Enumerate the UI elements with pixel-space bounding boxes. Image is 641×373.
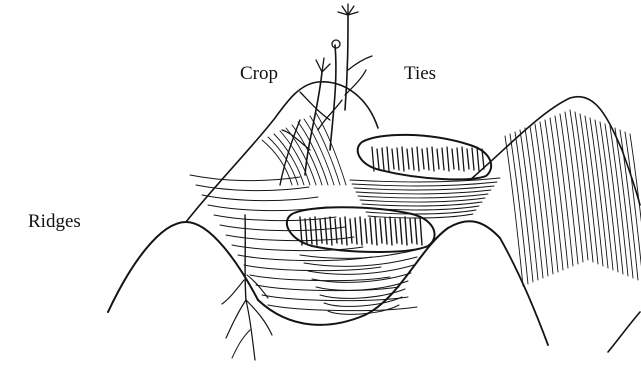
contour-stroke: [352, 182, 497, 186]
tie-hatch-stroke: [340, 218, 342, 244]
tie-back-hatching: [372, 147, 484, 171]
label-crop: Crop: [240, 64, 278, 83]
tie-hatch-stroke: [432, 147, 434, 171]
tie-hatch-stroke: [457, 148, 459, 170]
tie-hatch-stroke: [305, 219, 307, 243]
contour-stroke: [595, 120, 613, 270]
contour-stroke: [360, 198, 485, 202]
right-edge-ridge: [608, 312, 640, 352]
tie-hatch-stroke: [415, 218, 417, 244]
crop-tassel: [338, 4, 358, 15]
contour-stroke: [570, 110, 588, 260]
crop-stem: [330, 45, 336, 150]
tie-back: [358, 135, 491, 180]
tie-hatch-stroke: [345, 217, 347, 245]
label-ties: Ties: [404, 64, 436, 83]
tie-hatch-stroke: [452, 149, 454, 169]
tie-hatch-stroke: [355, 218, 357, 244]
contour-stroke: [575, 112, 593, 262]
tie-hatch-stroke: [365, 219, 367, 243]
contour-stroke: [600, 122, 618, 272]
tie-hatch-stroke: [442, 148, 444, 170]
tie-hatch-stroke: [390, 217, 392, 245]
tie-hatch-stroke: [382, 148, 384, 170]
contour-stroke: [580, 114, 598, 264]
contour-stroke: [214, 215, 336, 221]
root: [222, 280, 244, 304]
crop-stem: [345, 15, 348, 110]
tie-hatch-stroke: [375, 217, 377, 245]
tie-hatch-stroke: [387, 147, 389, 171]
root: [232, 330, 250, 358]
root: [226, 300, 246, 338]
tie-hatch-stroke: [410, 219, 412, 243]
contour-stroke: [362, 202, 482, 206]
tie-hatch-stroke: [422, 149, 424, 169]
contour-stroke: [366, 210, 476, 214]
contour-stroke: [590, 118, 608, 268]
tie-front-hatching: [300, 217, 422, 245]
tie-hatch-stroke: [380, 219, 382, 243]
contour-stroke: [610, 126, 628, 276]
tie-hatch-stroke: [392, 149, 394, 169]
crop-stem: [305, 72, 322, 175]
tie-hatch-stroke: [330, 217, 332, 245]
crop-tassel: [316, 58, 330, 72]
tie-hatch-stroke: [477, 147, 479, 171]
tie-hatch-stroke: [400, 218, 402, 244]
tie-hatch-stroke: [437, 149, 439, 169]
contour-stroke: [324, 297, 402, 306]
tie-hatch-stroke: [397, 148, 399, 170]
tie-hatch-stroke: [320, 219, 322, 243]
contour-stroke: [585, 116, 603, 266]
tie-hatch-stroke: [360, 217, 362, 245]
tie-hatch-stroke: [385, 218, 387, 244]
tie-hatch-stroke: [417, 147, 419, 171]
crop-leaf: [345, 70, 366, 95]
tie-hatch-stroke: [467, 149, 469, 169]
crop-seed-head: [332, 40, 340, 48]
tie-hatch-stroke: [447, 147, 449, 171]
tie-hatch-stroke: [420, 217, 422, 245]
tie-hatch-stroke: [427, 148, 429, 170]
crop-leaf: [348, 56, 372, 70]
contour-stroke: [354, 186, 494, 190]
tie-hatch-stroke: [412, 148, 414, 170]
contour-stroke: [190, 175, 300, 181]
left-ridge-profile: [108, 222, 258, 312]
contour-stroke: [250, 275, 390, 281]
root: [245, 215, 246, 300]
contour-stroke: [364, 206, 479, 210]
contour-stroke: [615, 128, 633, 278]
crop-leaf: [318, 100, 342, 130]
tie-hatch-stroke: [462, 147, 464, 171]
tie-hatch-stroke: [472, 148, 474, 170]
contour-stroke: [358, 194, 488, 198]
contour-stroke: [316, 281, 408, 290]
tie-hatch-stroke: [395, 219, 397, 243]
tie-hatch-stroke: [370, 218, 372, 244]
tie-hatch-stroke: [377, 149, 379, 169]
slope-hatching: [190, 110, 641, 314]
tie-hatch-stroke: [405, 217, 407, 245]
tie-hatch-stroke: [402, 147, 404, 171]
tie-hatch-stroke: [407, 149, 409, 169]
tie-hatch-stroke: [350, 219, 352, 243]
contour-stroke: [356, 190, 491, 194]
crop-roots: [222, 215, 272, 360]
contour-stroke: [202, 195, 318, 201]
label-ridges: Ridges: [28, 212, 81, 231]
